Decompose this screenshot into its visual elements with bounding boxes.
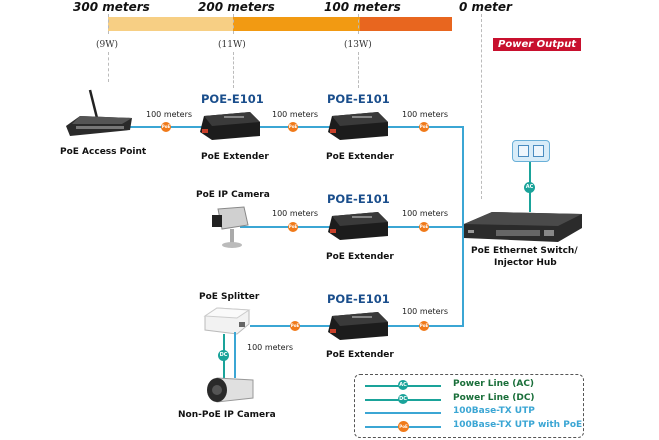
legend-label-ac: Power Line (AC) <box>453 379 535 389</box>
non-poe-camera-label: Non-PoE IP Camera <box>178 410 276 420</box>
scale-divider <box>233 52 234 88</box>
scale-divider <box>358 14 359 34</box>
poe-badge-icon: PoE <box>288 222 298 232</box>
distance-label-200: 200 meters <box>198 0 275 14</box>
outlet-socket-icon <box>533 145 544 157</box>
power-outlet <box>512 140 550 162</box>
poe-splitter-device <box>203 306 251 340</box>
link-length-label: 100 meters <box>402 209 449 218</box>
poe-splitter-icon <box>203 307 251 335</box>
poe-splitter-label: PoE Splitter <box>199 292 260 302</box>
legend-utp-line <box>365 412 441 414</box>
poe-switch-label-line1: PoE Ethernet Switch/ <box>471 246 578 256</box>
poe-extender-label: PoE Extender <box>326 252 394 262</box>
link-length-label: 100 meters <box>146 110 193 119</box>
poe-extender-icon <box>328 112 388 140</box>
distance-label-300: 300 meters <box>73 0 150 14</box>
link-length-label: 100 meters <box>272 209 319 218</box>
scale-divider <box>108 14 109 34</box>
extender-model-label: POE-E101 <box>201 92 264 106</box>
access-point-label: PoE Access Point <box>60 147 147 157</box>
link-length-label: 100 meters <box>247 343 294 352</box>
poe-badge-icon: PoE <box>161 122 171 132</box>
legend-label-utp: 100Base-TX UTP <box>453 406 535 416</box>
scale-divider <box>481 14 482 199</box>
scale-divider <box>108 52 109 82</box>
poe-badge-icon: PoE <box>419 321 429 331</box>
distance-bar-segment-100-0 <box>360 17 452 31</box>
distance-label-0: 0 meter <box>459 0 512 14</box>
dc-badge-icon: DC <box>218 350 229 361</box>
distance-label-100: 100 meters <box>324 0 401 14</box>
link-length-label: 100 meters <box>272 110 319 119</box>
poe-badge-icon: PoE <box>419 122 429 132</box>
power-value-11w: (11W) <box>218 40 246 50</box>
utp-line-splitter-camera <box>234 332 236 378</box>
power-value-9w: (9W) <box>96 40 118 50</box>
legend-dc-badge-icon: DC <box>398 394 408 404</box>
scale-divider <box>233 14 234 34</box>
distance-bar-segment-300-200 <box>108 17 233 31</box>
legend-ac-badge-icon: AC <box>398 380 408 390</box>
link-length-label: 100 meters <box>402 307 449 316</box>
poe-extender-device <box>326 110 390 146</box>
legend: AC Power Line (AC) DC Power Line (DC) 10… <box>354 374 584 438</box>
legend-poe-badge-icon: PoE <box>398 421 409 432</box>
poe-switch-label-line2: Injector Hub <box>494 258 557 268</box>
legend-label-utp-poe: 100Base-TX UTP with PoE <box>453 420 583 430</box>
poe-extender-device <box>326 310 390 346</box>
power-output-badge: Power Output <box>493 38 582 51</box>
link-length-label: 100 meters <box>402 110 449 119</box>
poe-extender-icon <box>328 212 388 240</box>
poe-badge-icon: PoE <box>290 321 300 331</box>
extender-model-label: POE-E101 <box>327 92 390 106</box>
poe-extender-label: PoE Extender <box>201 152 269 162</box>
ip-camera-icon <box>212 206 249 248</box>
distance-bar-segment-200-100 <box>233 17 360 31</box>
poe-extender-icon <box>200 112 260 140</box>
ip-camera-device <box>208 203 252 255</box>
power-value-13w: (13W) <box>344 40 372 50</box>
scale-divider <box>358 52 359 88</box>
poe-extender-device <box>198 110 262 146</box>
outlet-socket-icon <box>518 145 529 157</box>
poe-extender-device <box>326 210 390 246</box>
extender-model-label: POE-E101 <box>327 292 390 306</box>
poe-extender-icon <box>328 312 388 340</box>
access-point-device <box>62 86 134 144</box>
ac-badge-icon: AC <box>524 182 535 193</box>
non-poe-camera-device <box>205 374 257 410</box>
poe-badge-icon: PoE <box>288 122 298 132</box>
legend-label-dc: Power Line (DC) <box>453 393 535 403</box>
bullet-camera-icon <box>207 377 254 403</box>
poe-badge-icon: PoE <box>419 222 429 232</box>
poe-switch-device <box>462 208 586 248</box>
extender-model-label: POE-E101 <box>327 192 390 206</box>
poe-switch-icon <box>464 212 582 242</box>
ip-camera-label: PoE IP Camera <box>196 190 270 200</box>
poe-extender-label: PoE Extender <box>326 152 394 162</box>
poe-extender-label: PoE Extender <box>326 350 394 360</box>
access-point-icon <box>66 89 132 136</box>
